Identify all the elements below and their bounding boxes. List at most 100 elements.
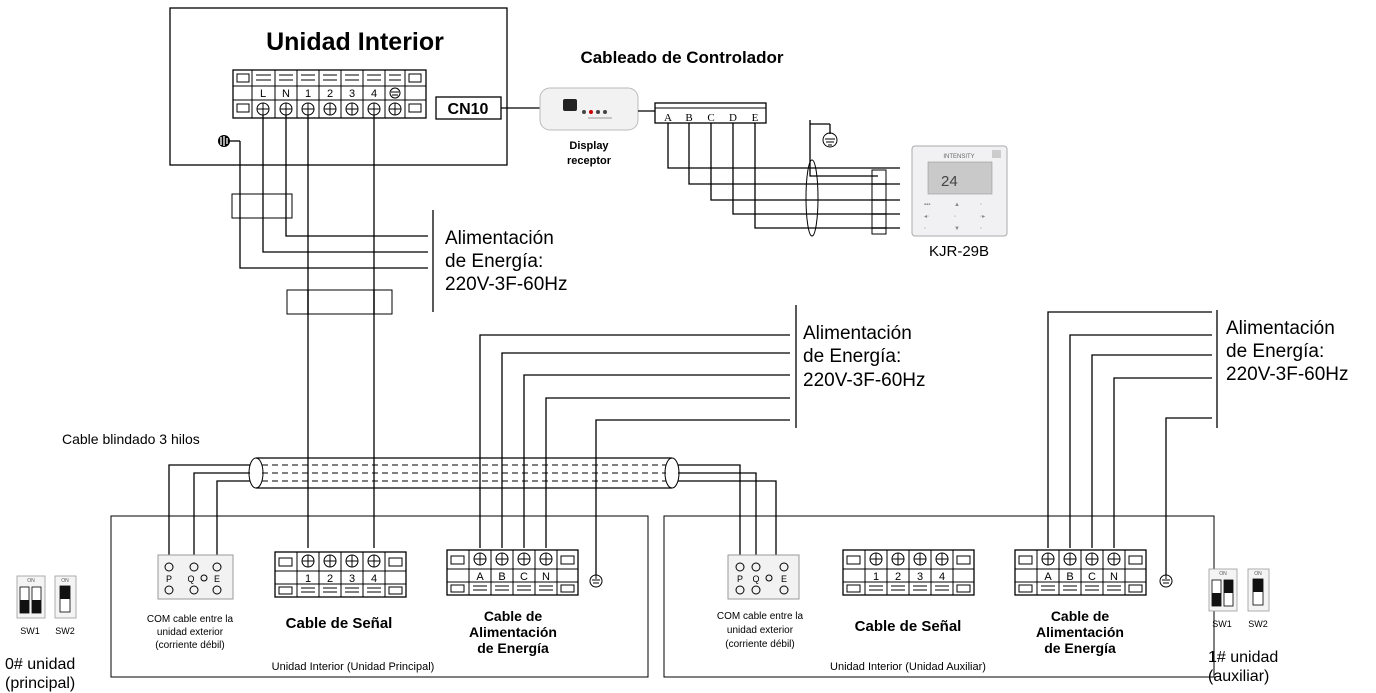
cable-clamp-top (231, 193, 293, 219)
svg-text:ON: ON (1219, 571, 1227, 577)
shielded-cable-label: Cable blindado 3 hilos (62, 431, 200, 447)
display-receptor-device (539, 87, 639, 131)
svg-text:SW2: SW2 (1248, 619, 1268, 629)
svg-text:E: E (781, 574, 787, 584)
svg-text:SW2: SW2 (55, 626, 75, 636)
power-mid-line1: Alimentación (803, 323, 912, 344)
svg-text:2: 2 (895, 571, 901, 583)
unit-aux-power-2: Alimentación (1036, 624, 1124, 640)
unit-main-power-2: Alimentación (469, 624, 557, 640)
dip-left-label-2: (principal) (5, 675, 75, 692)
svg-text:E: E (214, 574, 220, 584)
svg-text:ON: ON (27, 578, 35, 584)
unit-aux-com-terminal: P Q E (727, 554, 800, 600)
power-top-line2: de Energía: (445, 251, 543, 272)
power-top-line3: 220V-3F-60Hz (445, 274, 568, 295)
power-right-line1: Alimentación (1226, 318, 1335, 339)
svg-text:Q: Q (752, 574, 759, 584)
indoor-term-1: 1 (305, 88, 311, 100)
indoor-ground-icon (389, 87, 401, 99)
svg-text:ON: ON (61, 578, 69, 584)
display-label-1: Display (569, 140, 609, 152)
remote-temp: 24 (941, 173, 958, 190)
svg-text:SW1: SW1 (1212, 619, 1232, 629)
indoor-terminal-strip: L N 1 2 3 4 (232, 69, 427, 119)
power-mid-line2: de Energía: (803, 346, 901, 367)
unit-main-com-terminal: P Q E (157, 554, 234, 600)
unit-main-com-2: unidad exterior (157, 627, 224, 638)
svg-text:E: E (752, 112, 759, 124)
indoor-term-3: 3 (349, 88, 355, 100)
svg-text:▼: ▼ (954, 226, 960, 232)
svg-text:1: 1 (873, 571, 879, 583)
svg-text:◦: ◦ (980, 202, 982, 208)
svg-text:ON: ON (1254, 571, 1262, 577)
svg-text:B: B (685, 112, 692, 124)
dip-switch-right: ON ON SW1 SW2 (1208, 568, 1270, 629)
unit-main-signal-terminal: 1 2 3 4 (274, 551, 407, 598)
unit-aux-ground-icon (1159, 574, 1173, 588)
controller-title: Cableado de Controlador (580, 48, 783, 67)
power-top-line1: Alimentación (445, 228, 554, 249)
unit-aux-caption: Unidad Interior (Unidad Auxiliar) (830, 661, 986, 673)
svg-text:A: A (664, 112, 672, 124)
svg-text:C: C (1088, 571, 1096, 583)
unit-aux-signal-label: Cable de Señal (855, 618, 962, 635)
remote-brand: INTENSITY (943, 154, 974, 160)
indoor-term-N: N (282, 88, 290, 100)
svg-text:◦▸: ◦▸ (980, 214, 985, 220)
indoor-unit-title: Unidad Interior (266, 28, 444, 56)
cable-sleeve-ellipse (805, 159, 819, 237)
remote-controller-kjr29b: INTENSITY 24 ▪▪▪▲◦ ◂◦◦◦▸ ◦▼◦ (911, 145, 1008, 237)
dip-left-label-1: 0# unidad (5, 656, 75, 673)
unit-main-ground-icon (589, 574, 603, 588)
svg-text:3: 3 (917, 571, 923, 583)
indoor-term-2: 2 (327, 88, 333, 100)
unit-aux-power-3: de Energía (1044, 640, 1116, 656)
cable-clamp-controller (871, 169, 887, 235)
svg-text:◦: ◦ (924, 226, 926, 232)
unit-aux-com-3: (corriente débil) (725, 639, 794, 650)
svg-text:Q: Q (187, 574, 194, 584)
remote-model: KJR-29B (929, 243, 989, 260)
unit-aux-signal-terminal: 1 2 3 4 (842, 549, 975, 596)
unit-main-caption: Unidad Interior (Unidad Principal) (272, 661, 435, 673)
power-right-line3: 220V-3F-60Hz (1226, 364, 1349, 385)
svg-text:SW1: SW1 (20, 626, 40, 636)
unit-aux-power-1: Cable de (1051, 608, 1110, 624)
svg-text:4: 4 (939, 571, 945, 583)
svg-text:▲: ▲ (954, 202, 960, 208)
unit-aux-power-terminal: A B C N (1014, 549, 1147, 596)
svg-text:N: N (1110, 571, 1118, 583)
controller-terminal-strip: A B C D E (654, 102, 767, 124)
indoor-term-4: 4 (371, 88, 377, 100)
unit-aux-com-1: COM cable entre la (717, 611, 804, 622)
cn10-label: CN10 (448, 101, 489, 118)
svg-text:▪▪▪: ▪▪▪ (924, 202, 930, 208)
svg-text:3: 3 (349, 573, 355, 585)
power-right-line2: de Energía: (1226, 341, 1324, 362)
unit-main-signal-label: Cable de Señal (286, 615, 393, 632)
unit-main-power-terminal: A B C N (446, 549, 579, 596)
svg-text:C: C (520, 571, 528, 583)
svg-text:◦: ◦ (954, 214, 956, 220)
shielded-cable (248, 457, 680, 489)
controller-ground-icon (810, 123, 838, 148)
svg-text:N: N (542, 571, 550, 583)
dip-switch-left: ON ON SW1 SW2 (16, 575, 77, 636)
svg-text:B: B (498, 571, 505, 583)
svg-text:D: D (729, 112, 737, 124)
unit-main-power-1: Cable de (484, 608, 543, 624)
svg-text:2: 2 (327, 573, 333, 585)
cable-clamp-mid (286, 289, 393, 315)
dip-right-label-2: (auxiliar) (1208, 668, 1269, 685)
svg-text:C: C (707, 112, 714, 124)
unit-main-power-3: de Energía (477, 640, 549, 656)
svg-text:B: B (1066, 571, 1073, 583)
svg-text:1: 1 (305, 573, 311, 585)
unit-main-com-1: COM cable entre la (147, 614, 234, 625)
svg-text:4: 4 (371, 573, 377, 585)
svg-text:◦: ◦ (980, 226, 982, 232)
svg-text:A: A (476, 571, 484, 583)
